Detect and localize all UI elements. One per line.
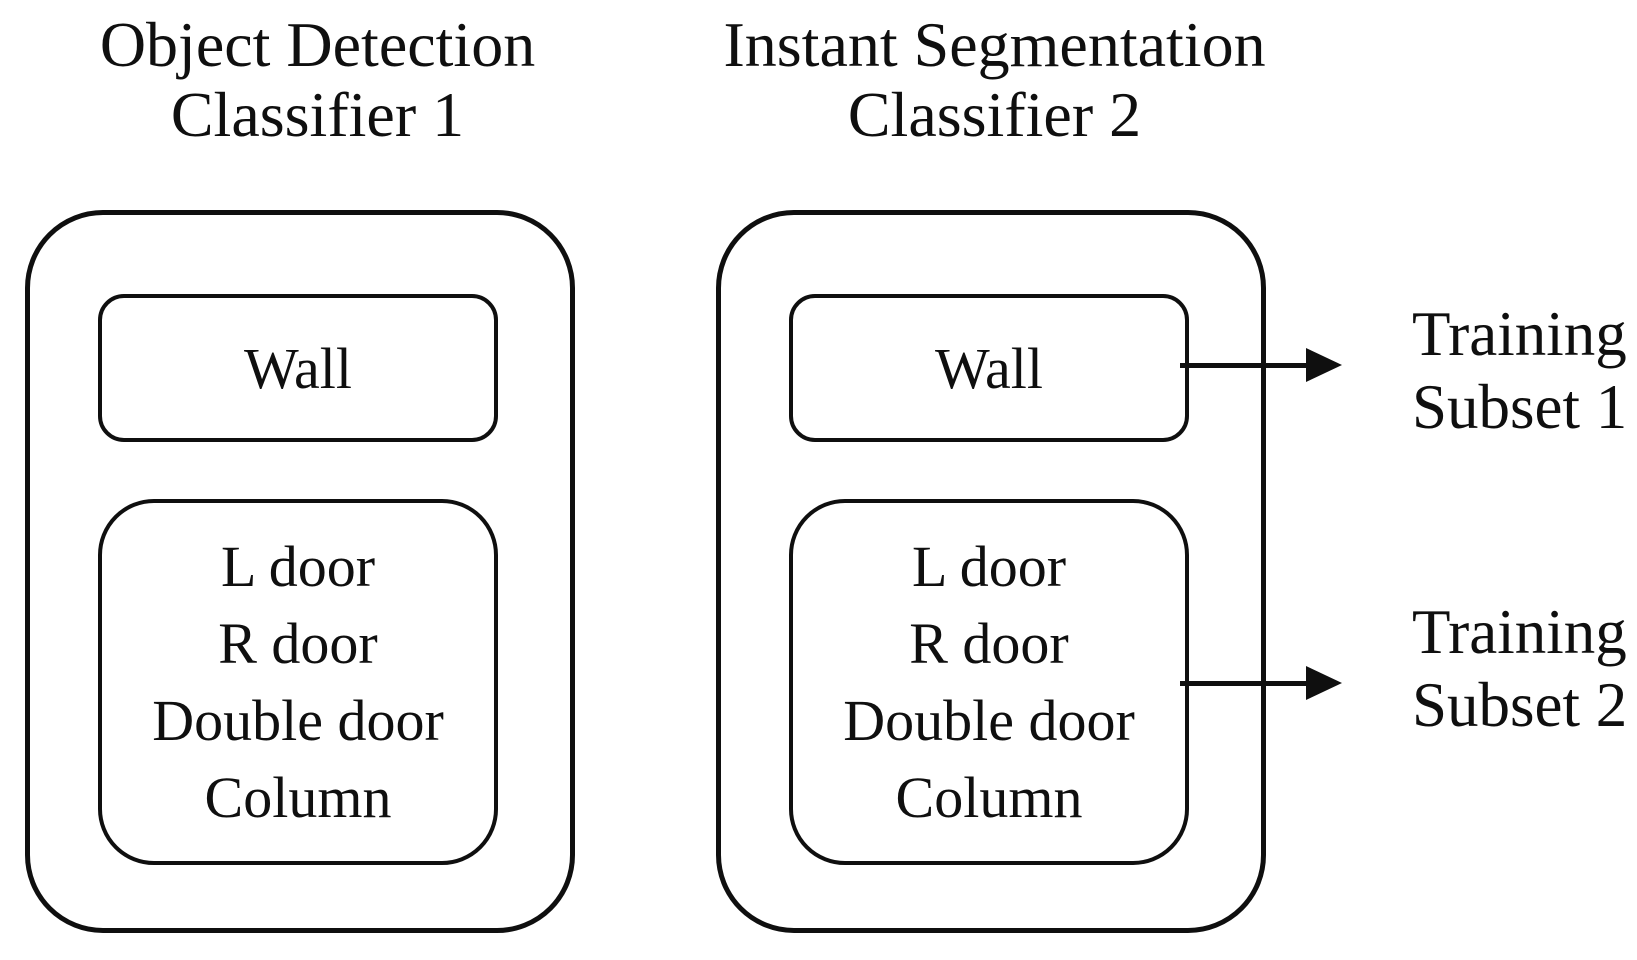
class-label: R door [909, 611, 1069, 676]
training-subset-2-line-2: Subset 2 [1412, 670, 1628, 740]
classifier-2-classes-box: L door R door Double door Column [789, 499, 1189, 865]
classifier-1-wall-box: Wall [98, 294, 498, 442]
training-subset-2-line-1: Training [1412, 597, 1627, 667]
arrow-wall-to-subset-1 [1180, 363, 1308, 368]
classifier-2-title: Instant Segmentation Classifier 2 [697, 10, 1292, 150]
classifier-2-title-line-1: Instant Segmentation [723, 9, 1266, 80]
arrow-classes-to-subset-2 [1180, 681, 1308, 686]
classifier-2-box: Wall L door R door Double door Column [716, 210, 1266, 933]
class-label: R door [218, 611, 378, 676]
classifier-1-title-line-2: Classifier 1 [170, 79, 465, 150]
classifier-2-title-line-2: Classifier 2 [847, 79, 1142, 150]
classifier-1-title-line-1: Object Detection [99, 9, 536, 80]
training-subset-1-line-1: Training [1412, 299, 1627, 369]
class-label: Double door [152, 688, 444, 753]
arrow-head-icon [1306, 348, 1342, 382]
classifier-2-wall-box: Wall [789, 294, 1189, 442]
arrow-head-icon [1306, 666, 1342, 700]
training-subset-1-line-2: Subset 1 [1412, 372, 1628, 442]
class-label: Column [895, 765, 1083, 830]
classifier-1-box: Wall L door R door Double door Column [25, 210, 575, 933]
training-subset-2-label: Training Subset 2 [1412, 596, 1637, 742]
classifier-1-title: Object Detection Classifier 1 [20, 10, 615, 150]
classifier-2-wall-label: Wall [934, 335, 1044, 401]
class-label: L door [220, 534, 376, 599]
classifier-1-classes-box: L door R door Double door Column [98, 499, 498, 865]
training-subset-1-label: Training Subset 1 [1412, 298, 1637, 444]
class-label: Column [204, 765, 392, 830]
classifier-1-wall-label: Wall [243, 335, 353, 401]
class-label: Double door [843, 688, 1135, 753]
class-label: L door [911, 534, 1067, 599]
